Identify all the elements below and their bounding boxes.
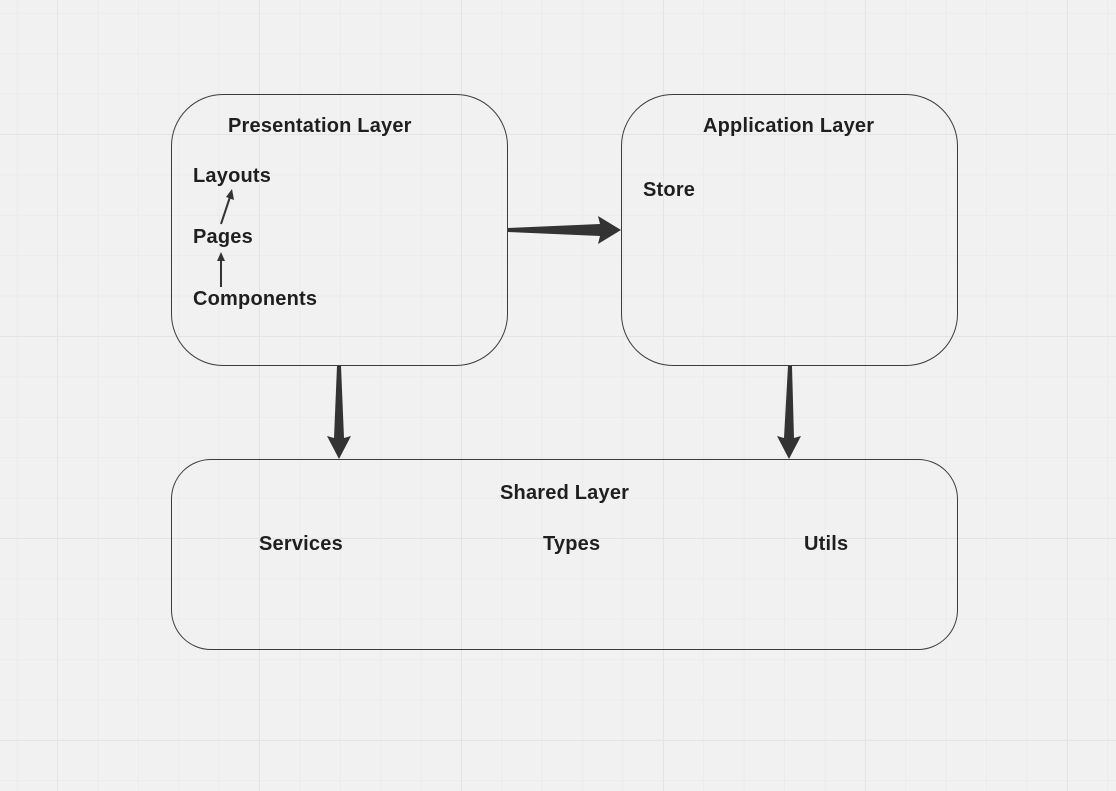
pages-label: Pages [193, 226, 253, 248]
layouts-label: Layouts [193, 165, 272, 187]
components-label: Components [193, 288, 318, 310]
shared-layer-box[interactable] [171, 459, 958, 650]
presentation-to-shared-arrow[interactable] [327, 366, 351, 459]
types-label: Types [543, 533, 601, 555]
pages-to-layouts-line[interactable] [220, 196, 231, 225]
utils-label: Utils [804, 533, 849, 555]
shared-layer-title: Shared Layer [500, 482, 630, 504]
presentation-layer-box[interactable] [171, 94, 508, 366]
pages-to-layouts-arrowhead [226, 189, 234, 200]
services-label: Services [259, 533, 343, 555]
application-to-shared-arrow[interactable] [777, 366, 801, 459]
presentation-to-application-arrow[interactable] [508, 216, 621, 244]
presentation-layer-title: Presentation Layer [228, 115, 412, 137]
store-label: Store [643, 179, 696, 201]
components-to-pages-arrowhead [217, 252, 225, 261]
application-layer-title: Application Layer [703, 115, 875, 137]
application-layer-box[interactable] [621, 94, 958, 366]
